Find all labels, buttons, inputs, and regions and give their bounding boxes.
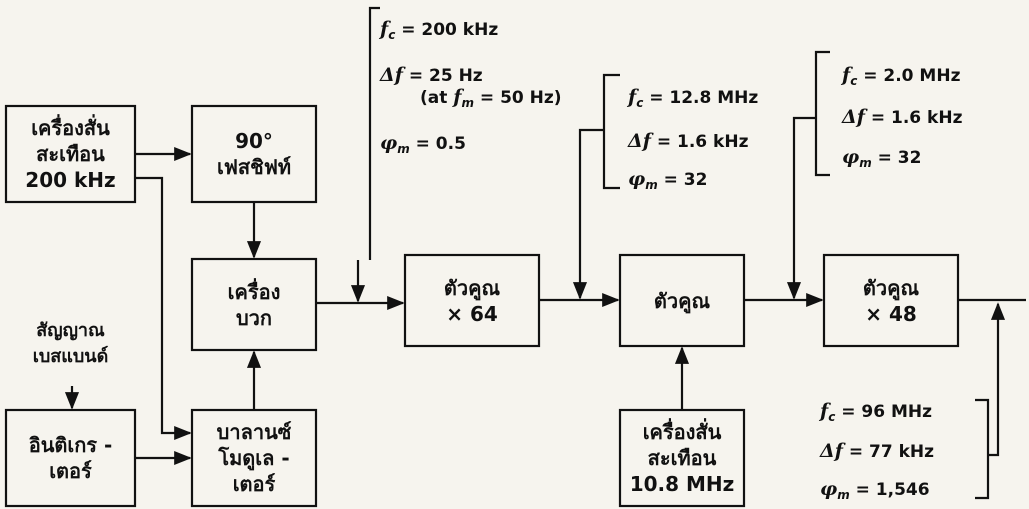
oscillator-200khz-line-1: เครื่องสั่น	[31, 115, 110, 141]
stage2-fc-value: = 12.8 MHz	[649, 88, 758, 108]
stage1-fc-value: = 200 kHz	[401, 20, 498, 40]
multiplier-x64-line-1: ตัวคูณ	[444, 275, 500, 301]
tap-output	[988, 304, 998, 455]
stage1-phi: φm = 0.5	[380, 132, 466, 160]
stage1-df-value: = 25 Hz	[409, 66, 483, 86]
stage2-phi-value: = 32	[664, 170, 708, 190]
stage1-fc: fc = 200 kHz	[380, 18, 498, 46]
stage1-note-fm: = 50 Hz)	[480, 88, 562, 108]
adder-line-2: บวก	[236, 305, 272, 331]
oscillator-200khz-line-3: 200 kHz	[25, 167, 115, 193]
oscillator-10-8mhz-line-2: สะเทือน	[648, 445, 717, 471]
multiplier-x64-label: ตัวคูณ × 64	[405, 255, 539, 346]
multiplier-x48-line-1: ตัวคูณ	[863, 275, 919, 301]
stage3-phi-value: = 32	[878, 148, 922, 168]
phase-shift-90-label: 90° เฟสชิฟท์	[192, 106, 316, 202]
stage3-fc-value: = 2.0 MHz	[863, 66, 960, 86]
multiplier-x48-label: ตัวคูณ × 48	[824, 255, 958, 346]
stage2-df: Δf = 1.6 kHz	[628, 130, 748, 153]
bracket-stage3	[816, 52, 830, 175]
integrator-label: อินติเกร - เตอร์	[6, 410, 135, 506]
adder-line-1: เครื่อง	[228, 279, 281, 305]
stage3-df: Δf = 1.6 kHz	[842, 106, 962, 129]
oscillator-200khz-label: เครื่องสั่น สะเทือน 200 kHz	[6, 106, 135, 202]
baseband-line-1: สัญญาณ	[36, 318, 104, 344]
multiplier-x48-line-2: × 48	[865, 301, 917, 327]
oscillator-200khz-line-2: สะเทือน	[36, 141, 105, 167]
stage1-df: Δf = 25 Hz	[380, 64, 483, 87]
stage3-phi: φm = 32	[842, 146, 921, 174]
baseband-signal-label: สัญญาณ เบสแบนด์	[6, 306, 135, 382]
balanced-modulator-line-3: เตอร์	[233, 471, 276, 497]
stage1-phi-value: = 0.5	[416, 134, 466, 154]
baseband-line-2: เบสแบนด์	[33, 344, 109, 370]
balanced-modulator-line-2: โมดูเล -	[218, 445, 289, 471]
stage2-df-value: = 1.6 kHz	[657, 132, 749, 152]
balanced-modulator-line-1: บาลานซ์	[217, 419, 292, 445]
stage3-fc: fc = 2.0 MHz	[842, 64, 960, 92]
output-df: Δf = 77 kHz	[820, 440, 934, 463]
phase-shift-90-line-1: 90°	[235, 128, 273, 154]
bracket-stage1	[370, 8, 380, 260]
stage1-note-open: (at	[420, 88, 447, 108]
output-phi: φm = 1,546	[820, 478, 930, 506]
adder-label: เครื่อง บวก	[192, 259, 316, 350]
wire-osc-to-balanced-mod	[135, 178, 190, 433]
output-fc: fc = 96 MHz	[820, 400, 932, 428]
output-phi-value: = 1,546	[856, 480, 930, 500]
integrator-line-1: อินติเกร -	[29, 432, 113, 458]
output-fc-value: = 96 MHz	[841, 402, 932, 422]
bracket-stage2	[604, 75, 620, 188]
tap-stage3	[794, 118, 816, 298]
oscillator-10-8mhz-line-3: 10.8 MHz	[630, 471, 735, 497]
phase-shift-90-line-2: เฟสชิฟท์	[217, 154, 291, 180]
oscillator-10-8mhz-line-1: เครื่องสั่น	[643, 419, 722, 445]
integrator-line-2: เตอร์	[49, 458, 92, 484]
balanced-modulator-label: บาลานซ์ โมดูเล - เตอร์	[192, 410, 316, 506]
multiplier-x64-line-2: × 64	[446, 301, 498, 327]
output-df-value: = 77 kHz	[849, 442, 934, 462]
stage3-df-value: = 1.6 kHz	[871, 108, 963, 128]
stage1-fm-note: (at fm = 50 Hz)	[420, 86, 562, 114]
mixer-line-1: ตัวคูณ	[654, 288, 710, 314]
bracket-output	[975, 400, 988, 498]
stage2-phi: φm = 32	[628, 168, 707, 196]
mixer-label: ตัวคูณ	[620, 255, 744, 346]
oscillator-10-8mhz-label: เครื่องสั่น สะเทือน 10.8 MHz	[620, 410, 744, 506]
tap-stage2	[580, 130, 604, 298]
stage2-fc: fc = 12.8 MHz	[628, 86, 758, 114]
